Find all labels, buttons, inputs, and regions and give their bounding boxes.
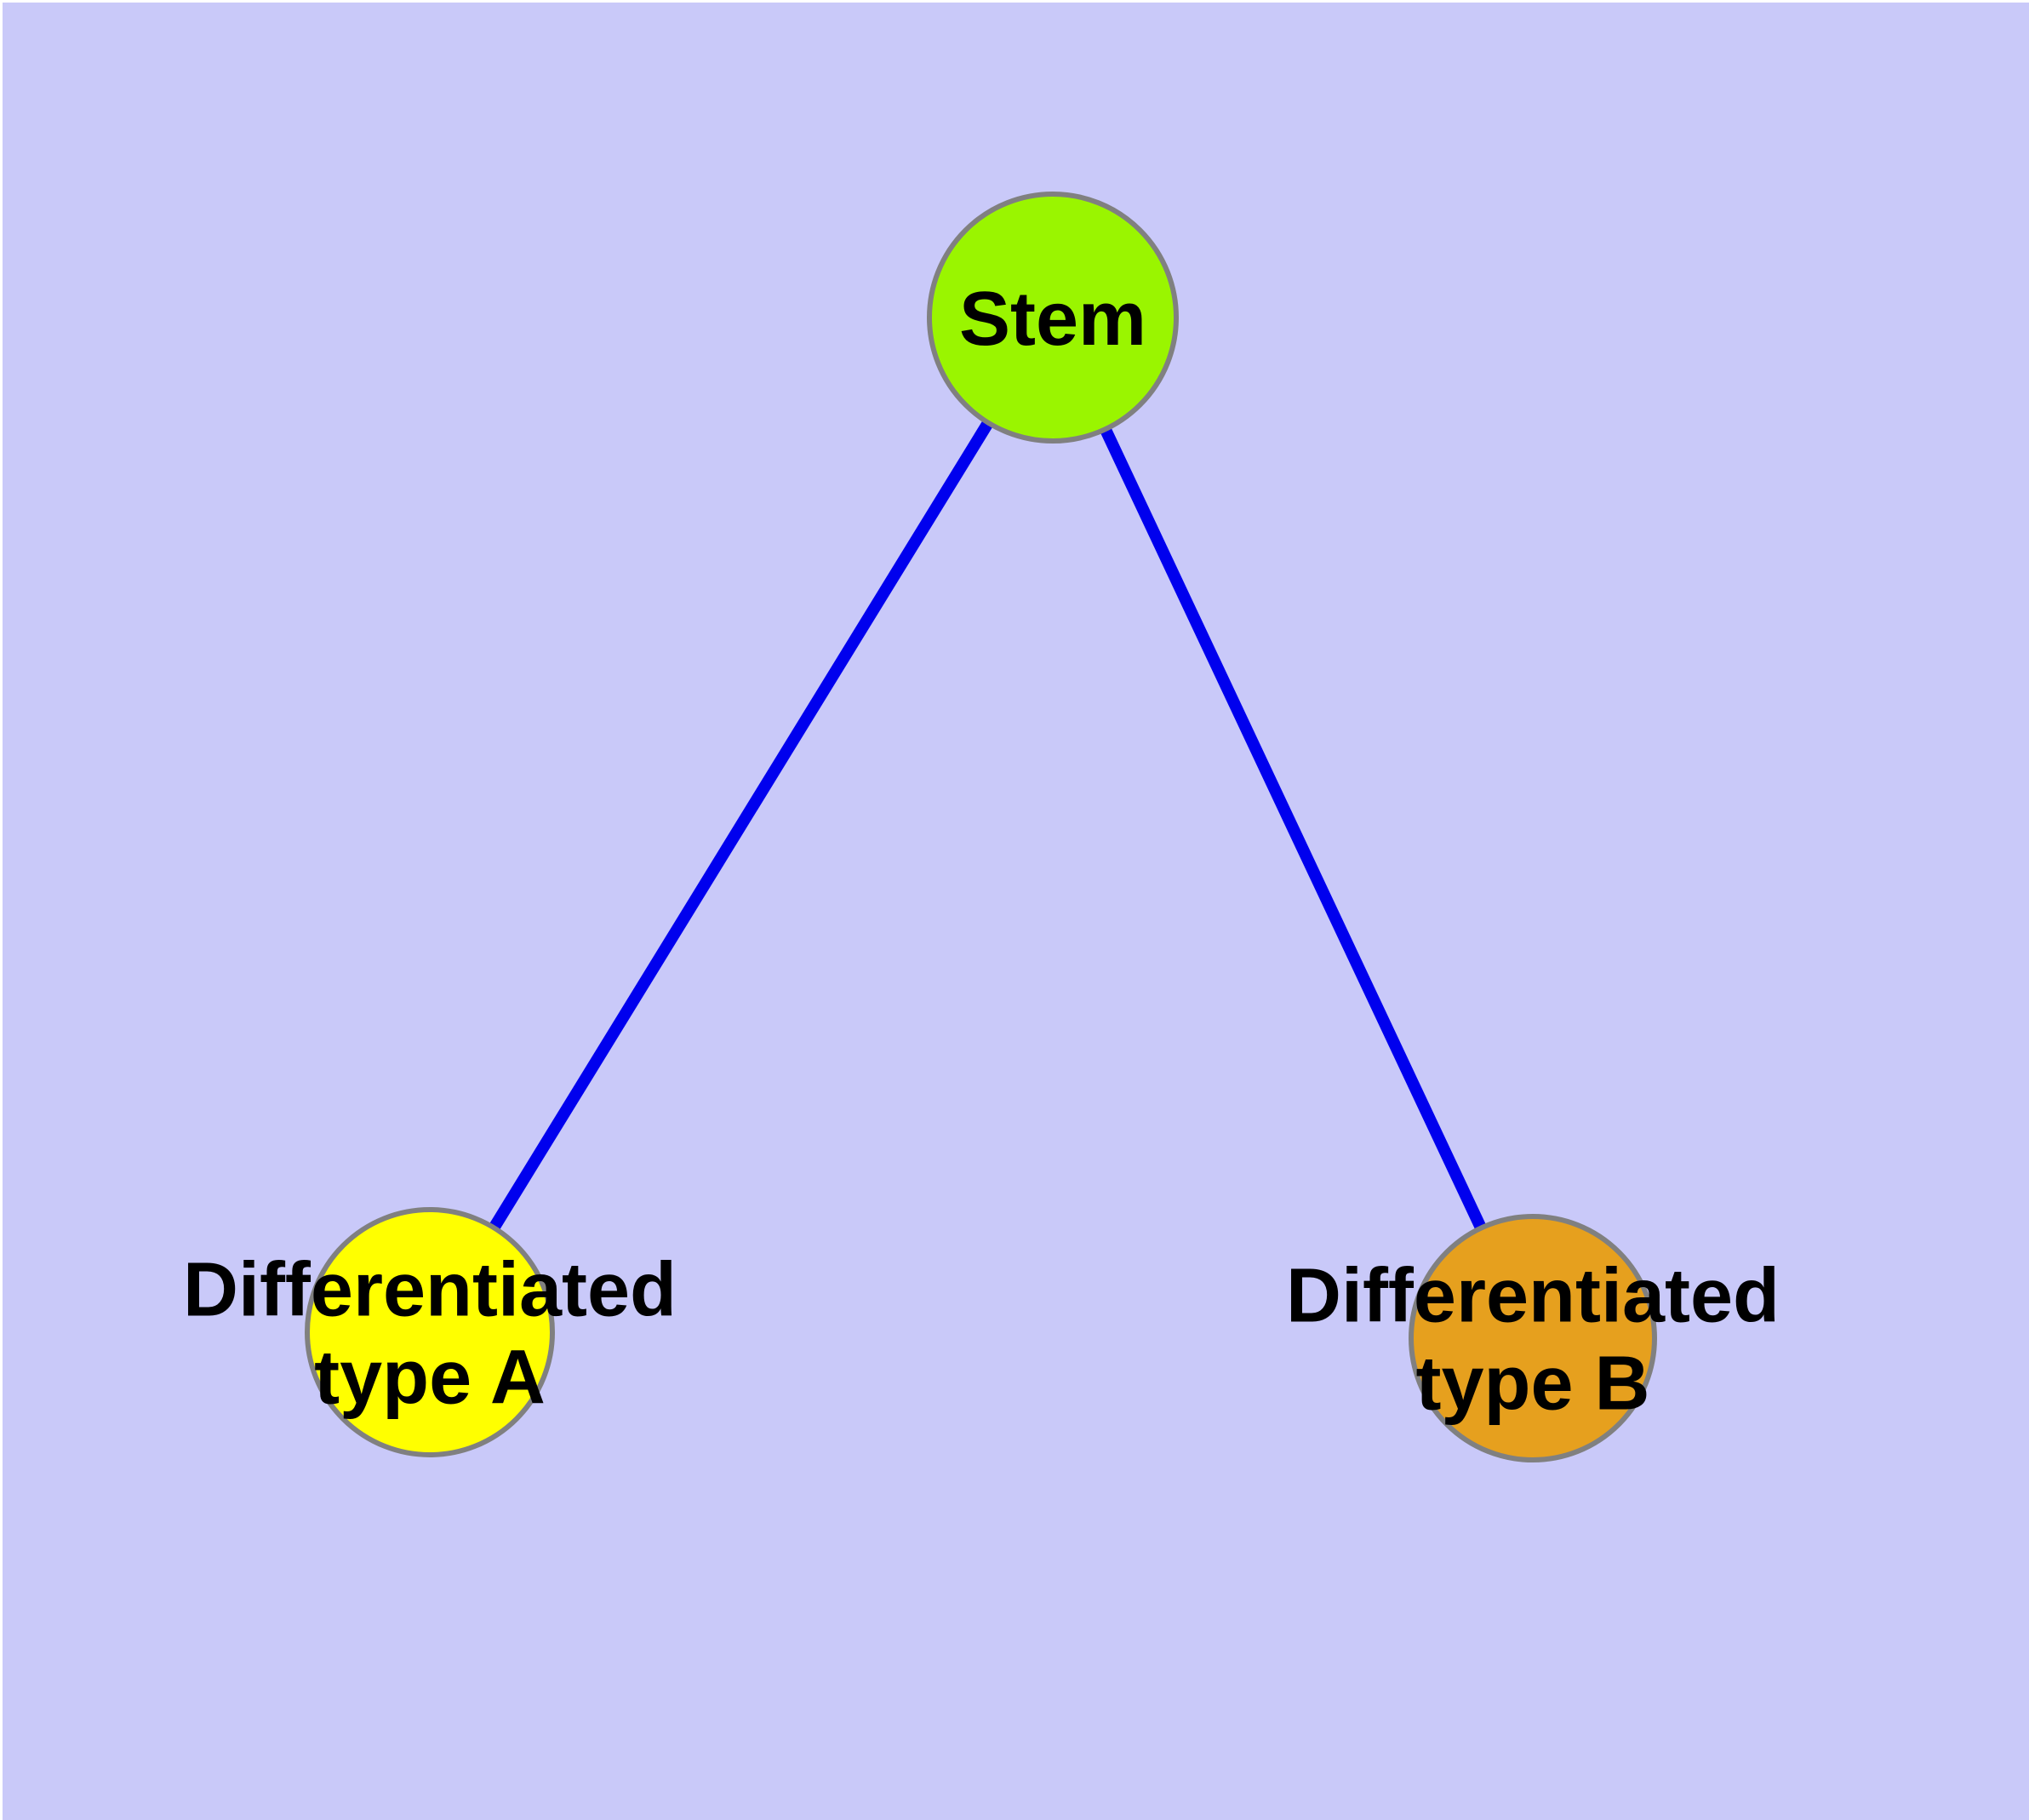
edges-layer (425, 314, 1539, 1341)
node-differentiated-type-a[interactable] (305, 1207, 555, 1457)
node-stem[interactable] (927, 192, 1179, 444)
nodes-layer (305, 192, 1657, 1462)
edge-stem-to-differentiated-type-a (425, 314, 1058, 1336)
node-differentiated-type-b[interactable] (1409, 1214, 1657, 1462)
edge-stem-to-differentiated-type-b (1047, 315, 1539, 1341)
